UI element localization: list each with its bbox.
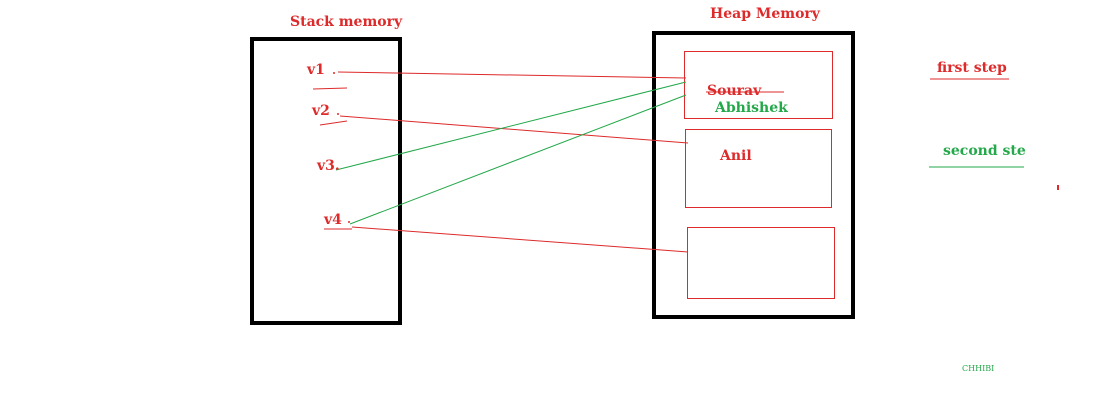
v1-dot	[333, 72, 335, 74]
v1-underline	[312, 87, 348, 90]
heap-object-1	[684, 51, 833, 119]
heap-object-1-new-value: Abhishek	[715, 100, 788, 116]
legend-first-step: first step	[937, 60, 1007, 76]
v4-dot	[348, 221, 350, 223]
heap-object-2-value: Anil	[720, 148, 752, 164]
v1-reference-line	[337, 71, 687, 79]
stack-var-v1: v1	[307, 62, 325, 78]
legend-second-step: second ste	[943, 143, 1026, 159]
heap-object-2	[685, 129, 832, 208]
v4-first-reference-line	[351, 226, 689, 253]
stack-var-v3: v3.	[317, 158, 340, 174]
stack-memory-box	[250, 37, 402, 325]
heap-object-1-old-value: Sourav	[707, 83, 762, 99]
v4-second-reference-line	[349, 94, 687, 225]
stack-memory-title: Stack memory	[290, 14, 403, 30]
v3-reference-line	[335, 81, 687, 171]
v2-underline	[319, 120, 348, 126]
heap-memory-box	[652, 31, 855, 319]
watermark: CHHIBI	[962, 364, 995, 373]
stack-var-v4: v4	[324, 212, 342, 228]
v2-reference-line	[339, 115, 689, 144]
heap-memory-title: Heap Memory	[710, 6, 820, 22]
v2-dot	[337, 113, 339, 115]
heap-object-3	[687, 227, 835, 299]
stack-var-v2: v2	[312, 103, 330, 119]
